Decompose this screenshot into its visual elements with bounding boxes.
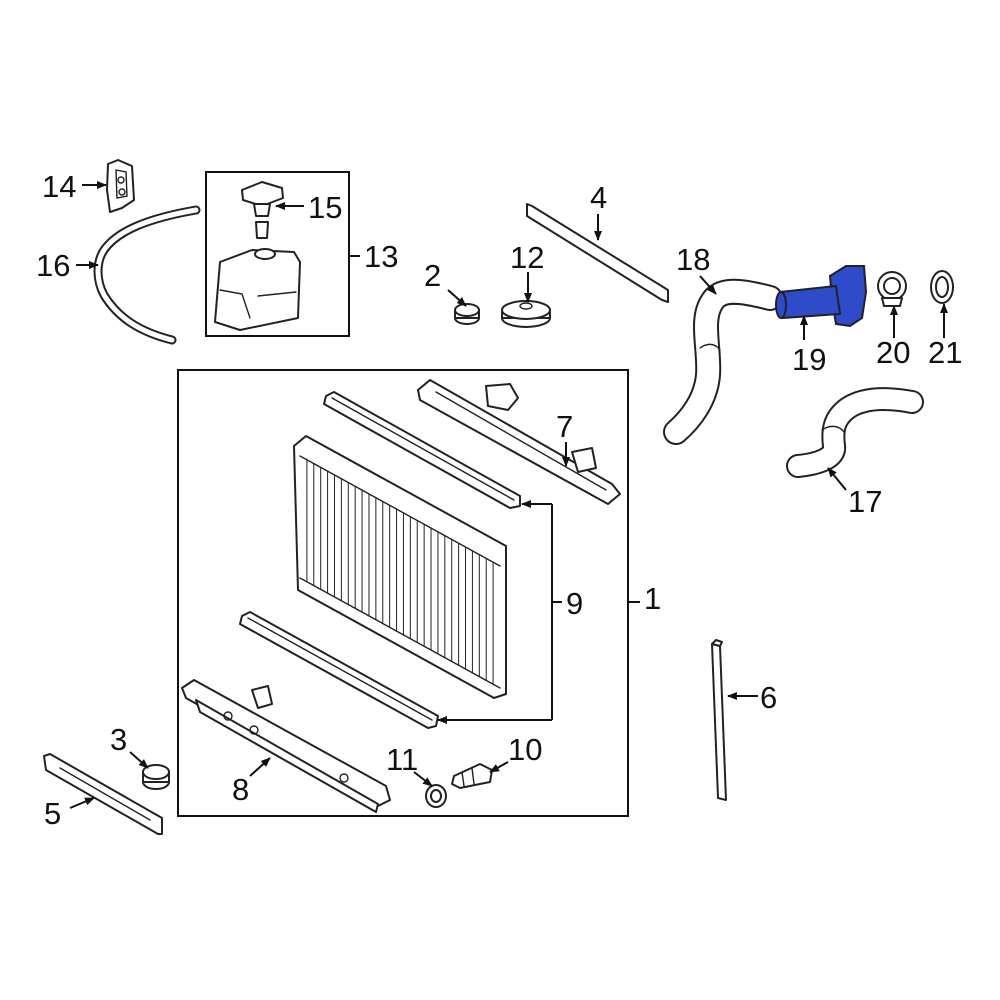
callout-12: 12 — [510, 240, 544, 275]
gasket-part-21[interactable] — [930, 270, 954, 304]
thermostat-part-20[interactable] — [877, 271, 907, 307]
upper-hose-part-18[interactable] — [663, 278, 783, 445]
callout-11: 11 — [386, 742, 418, 777]
radiator-cap-part-12[interactable] — [501, 300, 551, 328]
bracket-part-14[interactable] — [106, 159, 135, 213]
callout-4: 4 — [590, 180, 607, 215]
reservoir-cap-part-15[interactable] — [241, 181, 284, 239]
leader-lines — [69, 172, 948, 809]
side-seal-part-6[interactable] — [711, 639, 727, 801]
upper-tank-part-7[interactable] — [417, 379, 621, 505]
lower-seal-part-9[interactable] — [239, 611, 439, 729]
callout-6: 6 — [760, 680, 777, 715]
callout-2: 2 — [424, 258, 441, 293]
lower-seal-strip-part-5[interactable] — [43, 753, 163, 835]
o-ring-part-11[interactable] — [425, 784, 447, 808]
callout-19: 19 — [792, 342, 826, 377]
nut-part-2[interactable] — [454, 303, 480, 325]
callout-labels: 14 16 15 13 2 12 4 18 19 20 21 17 7 9 1 … — [36, 169, 962, 831]
upper-seal-part-9[interactable] — [323, 391, 521, 509]
seal-strip-part-4[interactable] — [526, 203, 669, 303]
callout-3: 3 — [110, 722, 127, 757]
callout-20: 20 — [876, 335, 910, 370]
drain-plug-part-10[interactable] — [451, 763, 493, 789]
callout-15: 15 — [308, 190, 342, 225]
callout-16: 16 — [36, 248, 70, 283]
callout-10: 10 — [508, 732, 542, 767]
callout-21: 21 — [928, 335, 962, 370]
lower-tank-part-8[interactable] — [181, 679, 391, 813]
callout-18: 18 — [676, 242, 710, 277]
coolant-reservoir[interactable] — [214, 248, 301, 331]
callout-5: 5 — [44, 796, 61, 831]
lower-hose-part-17[interactable] — [786, 387, 924, 478]
callout-1: 1 — [644, 581, 661, 616]
callout-7: 7 — [556, 409, 573, 444]
nut-part-3[interactable] — [142, 764, 170, 790]
thermostat-housing-part-19[interactable] — [775, 265, 868, 328]
callout-9: 9 — [566, 586, 583, 621]
radiator-assembly-frame — [177, 369, 629, 817]
callout-17: 17 — [848, 484, 882, 519]
radiator-core[interactable] — [293, 435, 507, 699]
callout-14: 14 — [42, 169, 76, 204]
callout-8: 8 — [232, 772, 249, 807]
callout-13: 13 — [364, 239, 398, 274]
overflow-hose-part-16[interactable] — [93, 205, 201, 345]
